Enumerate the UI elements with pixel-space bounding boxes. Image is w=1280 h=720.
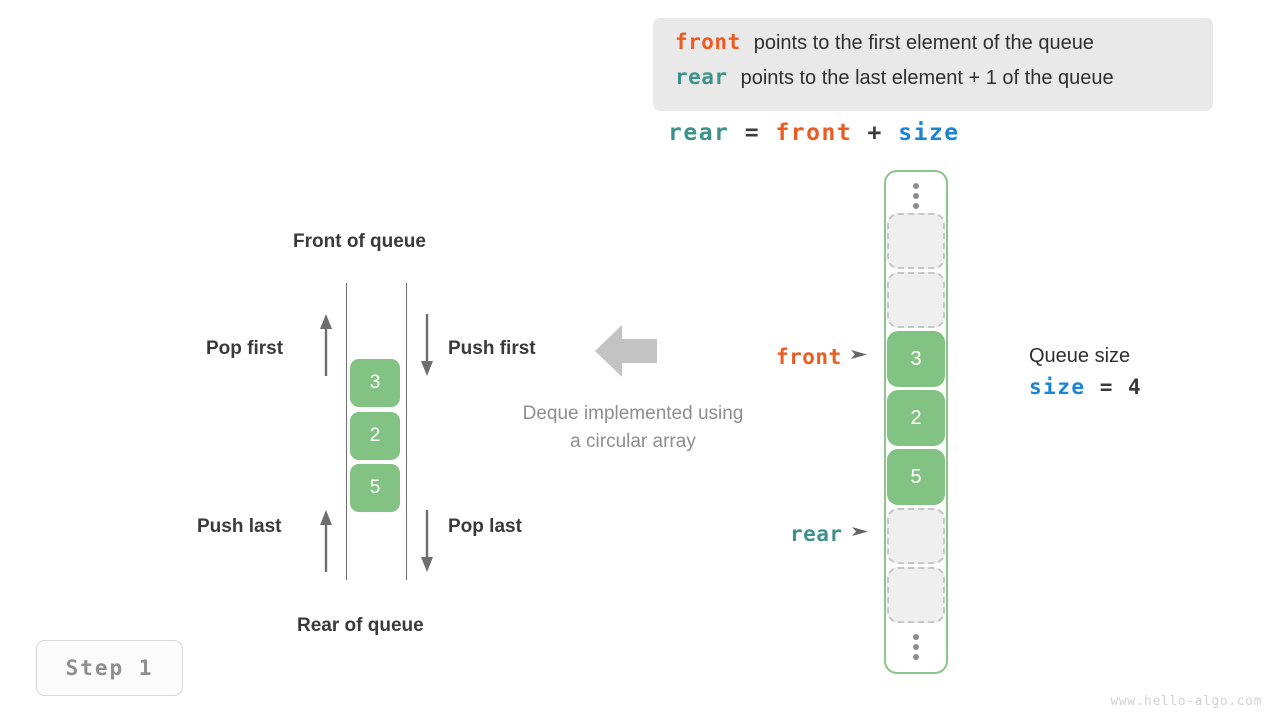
deque-caption-line-2: a circular array [570, 431, 696, 452]
pointer-arrow-right-icon [851, 525, 869, 543]
deque-op-label-push-last: Push last [197, 516, 282, 537]
left-pointing-block-arrow-icon [595, 323, 657, 379]
equation-rhs-front: front [775, 120, 853, 146]
deque-front-of-queue-label: Front of queue [293, 231, 426, 252]
array-slot-filled: 2 [887, 390, 945, 446]
watermark: www.hello-algo.com [1110, 694, 1262, 709]
array-slot-empty [887, 213, 945, 269]
arrow-down-icon [420, 510, 434, 572]
equation-operator-plus: + [852, 120, 899, 146]
deque-caption: Deque implemented using a circular array [493, 400, 773, 456]
array-ellipsis-bottom-icon [887, 626, 945, 668]
array-slot-filled: 3 [887, 331, 945, 387]
pointer-rear-label: rear [790, 522, 843, 546]
equation-lhs: rear [668, 120, 730, 146]
array-slot-empty [887, 508, 945, 564]
step-badge: Step 1 [36, 640, 183, 696]
legend-description-front: points to the first element of the queue [753, 32, 1094, 54]
queue-size-block: Queue size size = 4 [1029, 341, 1142, 403]
legend-row-front: front points to the first element of the… [675, 30, 1191, 65]
queue-size-value: 4 [1128, 375, 1143, 399]
deque-cell: 2 [350, 412, 400, 460]
deque-caption-line-1: Deque implemented using [522, 403, 744, 424]
array-slot-empty [887, 272, 945, 328]
equation-operator-equals: = [729, 120, 776, 146]
legend-keyword-front: front [675, 30, 741, 54]
array-ellipsis-top-icon [887, 175, 945, 217]
pointer-rear: rear [790, 522, 869, 546]
queue-size-operator: = [1085, 375, 1129, 399]
array-slot-filled: 5 [887, 449, 945, 505]
circular-array-frame [884, 170, 948, 674]
equation-rhs-size: size [898, 120, 960, 146]
legend-row-rear: rear points to the last element + 1 of t… [675, 65, 1191, 100]
arrow-down-icon [420, 314, 434, 376]
queue-size-variable: size [1029, 375, 1086, 399]
queue-size-equation: size = 4 [1029, 371, 1142, 403]
pointer-front-label: front [776, 345, 842, 369]
deque-op-label-pop-first: Pop first [206, 338, 284, 359]
deque-op-label-pop-last: Pop last [448, 516, 522, 537]
rear-equation: rear = front + size [668, 120, 960, 146]
pointer-front: front [776, 345, 868, 369]
legend-keyword-rear: rear [675, 65, 728, 89]
pointer-arrow-right-icon [850, 348, 868, 366]
deque-rear-of-queue-label: Rear of queue [297, 615, 424, 636]
arrow-up-icon [319, 510, 333, 572]
queue-size-title: Queue size [1029, 345, 1131, 367]
deque-rail-right [406, 283, 407, 580]
deque-cell: 5 [350, 464, 400, 512]
arrow-up-icon [319, 314, 333, 376]
legend-description-rear: points to the last element + 1 of the qu… [740, 67, 1114, 89]
array-slot-empty [887, 567, 945, 623]
legend-box: front points to the first element of the… [653, 18, 1213, 111]
deque-cell: 3 [350, 359, 400, 407]
deque-op-label-push-first: Push first [448, 338, 536, 359]
deque-rail-left [346, 283, 347, 580]
